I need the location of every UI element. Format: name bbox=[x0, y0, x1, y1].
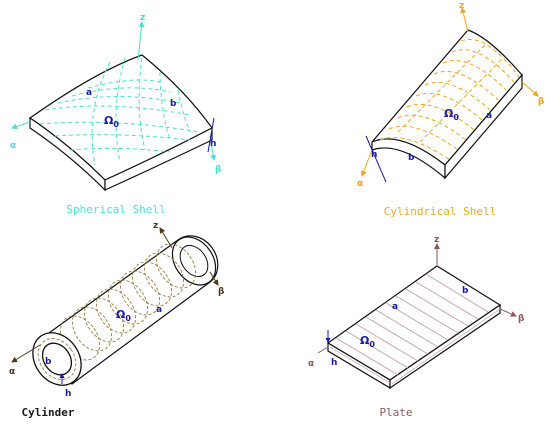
cylinder-z-axis bbox=[159, 227, 173, 249]
plate-h-label: h bbox=[331, 358, 337, 368]
spherical-beta-label: β bbox=[215, 165, 222, 175]
plate-z-label: z bbox=[434, 235, 439, 245]
plate-grid bbox=[335, 273, 489, 376]
plate-caption: Plate bbox=[379, 406, 412, 419]
cylinder-back-end bbox=[171, 236, 217, 286]
cylindrical-z-axis bbox=[460, 7, 469, 33]
plate-panel: z α β a b h Ω0 Plate bbox=[308, 235, 525, 419]
spherical-z-axis bbox=[137, 21, 145, 61]
spherical-alpha-axis bbox=[11, 121, 31, 130]
plate-alpha-label: α bbox=[308, 359, 314, 369]
plate-beta-label: β bbox=[518, 314, 525, 324]
spherical-thickness-mark bbox=[207, 117, 215, 153]
spherical-h-label: h bbox=[210, 139, 216, 149]
cylindrical-shell-caption: Cylindrical Shell bbox=[384, 205, 497, 218]
spherical-shell-caption: Spherical Shell bbox=[66, 203, 165, 216]
cylindrical-beta-axis bbox=[521, 81, 539, 97]
cylinder-caption: Cylinder bbox=[22, 406, 75, 419]
spherical-shell-panel: z α β a b h Ω0 Spherical Shell bbox=[10, 13, 222, 216]
spherical-shell-grid bbox=[39, 57, 201, 166]
cylinder-h-label: h bbox=[65, 389, 71, 399]
cylinder-beta-axis bbox=[209, 271, 219, 286]
cylindrical-shell-panel: z α β a b h Ω0 Cylindrical Shell bbox=[357, 1, 545, 218]
spherical-alpha-label: α bbox=[10, 141, 16, 151]
plate-alpha-axis bbox=[317, 346, 329, 354]
cylindrical-alpha-label: α bbox=[357, 179, 363, 189]
cylindrical-alpha-axis bbox=[360, 149, 373, 177]
cylinder-alpha-label: α bbox=[9, 367, 15, 377]
cylindrical-shell-side-face bbox=[444, 73, 523, 180]
cylinder-alpha-axis bbox=[11, 344, 41, 363]
spherical-z-label: z bbox=[140, 13, 145, 23]
cylinder-b-label: b bbox=[45, 357, 52, 367]
spherical-omega-label: Ω0 bbox=[104, 114, 119, 129]
cylinder-z-label: z bbox=[153, 221, 158, 231]
cylinder-a-label: a bbox=[156, 305, 162, 315]
cylindrical-z-label: z bbox=[459, 1, 464, 11]
spherical-shell-right-face bbox=[104, 127, 213, 191]
plate-thickness-lines bbox=[329, 308, 501, 385]
plate-omega-label: Ω0 bbox=[360, 334, 375, 349]
spherical-a-label: a bbox=[86, 88, 92, 98]
plate-beta-axis bbox=[499, 308, 517, 317]
cylinder-panel: z α β a b h Ω0 Cylinder bbox=[9, 221, 225, 419]
spherical-b-label: b bbox=[170, 99, 177, 109]
cylinder-back-inner bbox=[179, 244, 209, 278]
cylindrical-a-label: a bbox=[486, 111, 492, 121]
cylinder-omega-label: Ω0 bbox=[116, 308, 131, 323]
spherical-beta-axis bbox=[209, 135, 217, 161]
cylinder-front-mid bbox=[37, 338, 77, 380]
cylindrical-shell-grid bbox=[379, 39, 520, 161]
cylinder-beta-label: β bbox=[218, 287, 225, 297]
plate-b-label: b bbox=[462, 286, 469, 296]
cylinder-grid bbox=[59, 243, 197, 361]
plate-a-label: a bbox=[392, 302, 398, 312]
cylindrical-h-label: h bbox=[371, 150, 377, 160]
cylindrical-omega-label: Ω0 bbox=[444, 107, 459, 122]
cylinder-front-inner bbox=[41, 342, 73, 376]
cylindrical-b-label: b bbox=[408, 153, 415, 163]
cylindrical-beta-label: β bbox=[538, 97, 545, 107]
plate-side-face bbox=[389, 303, 501, 390]
cylindrical-thickness-mark bbox=[365, 135, 387, 183]
